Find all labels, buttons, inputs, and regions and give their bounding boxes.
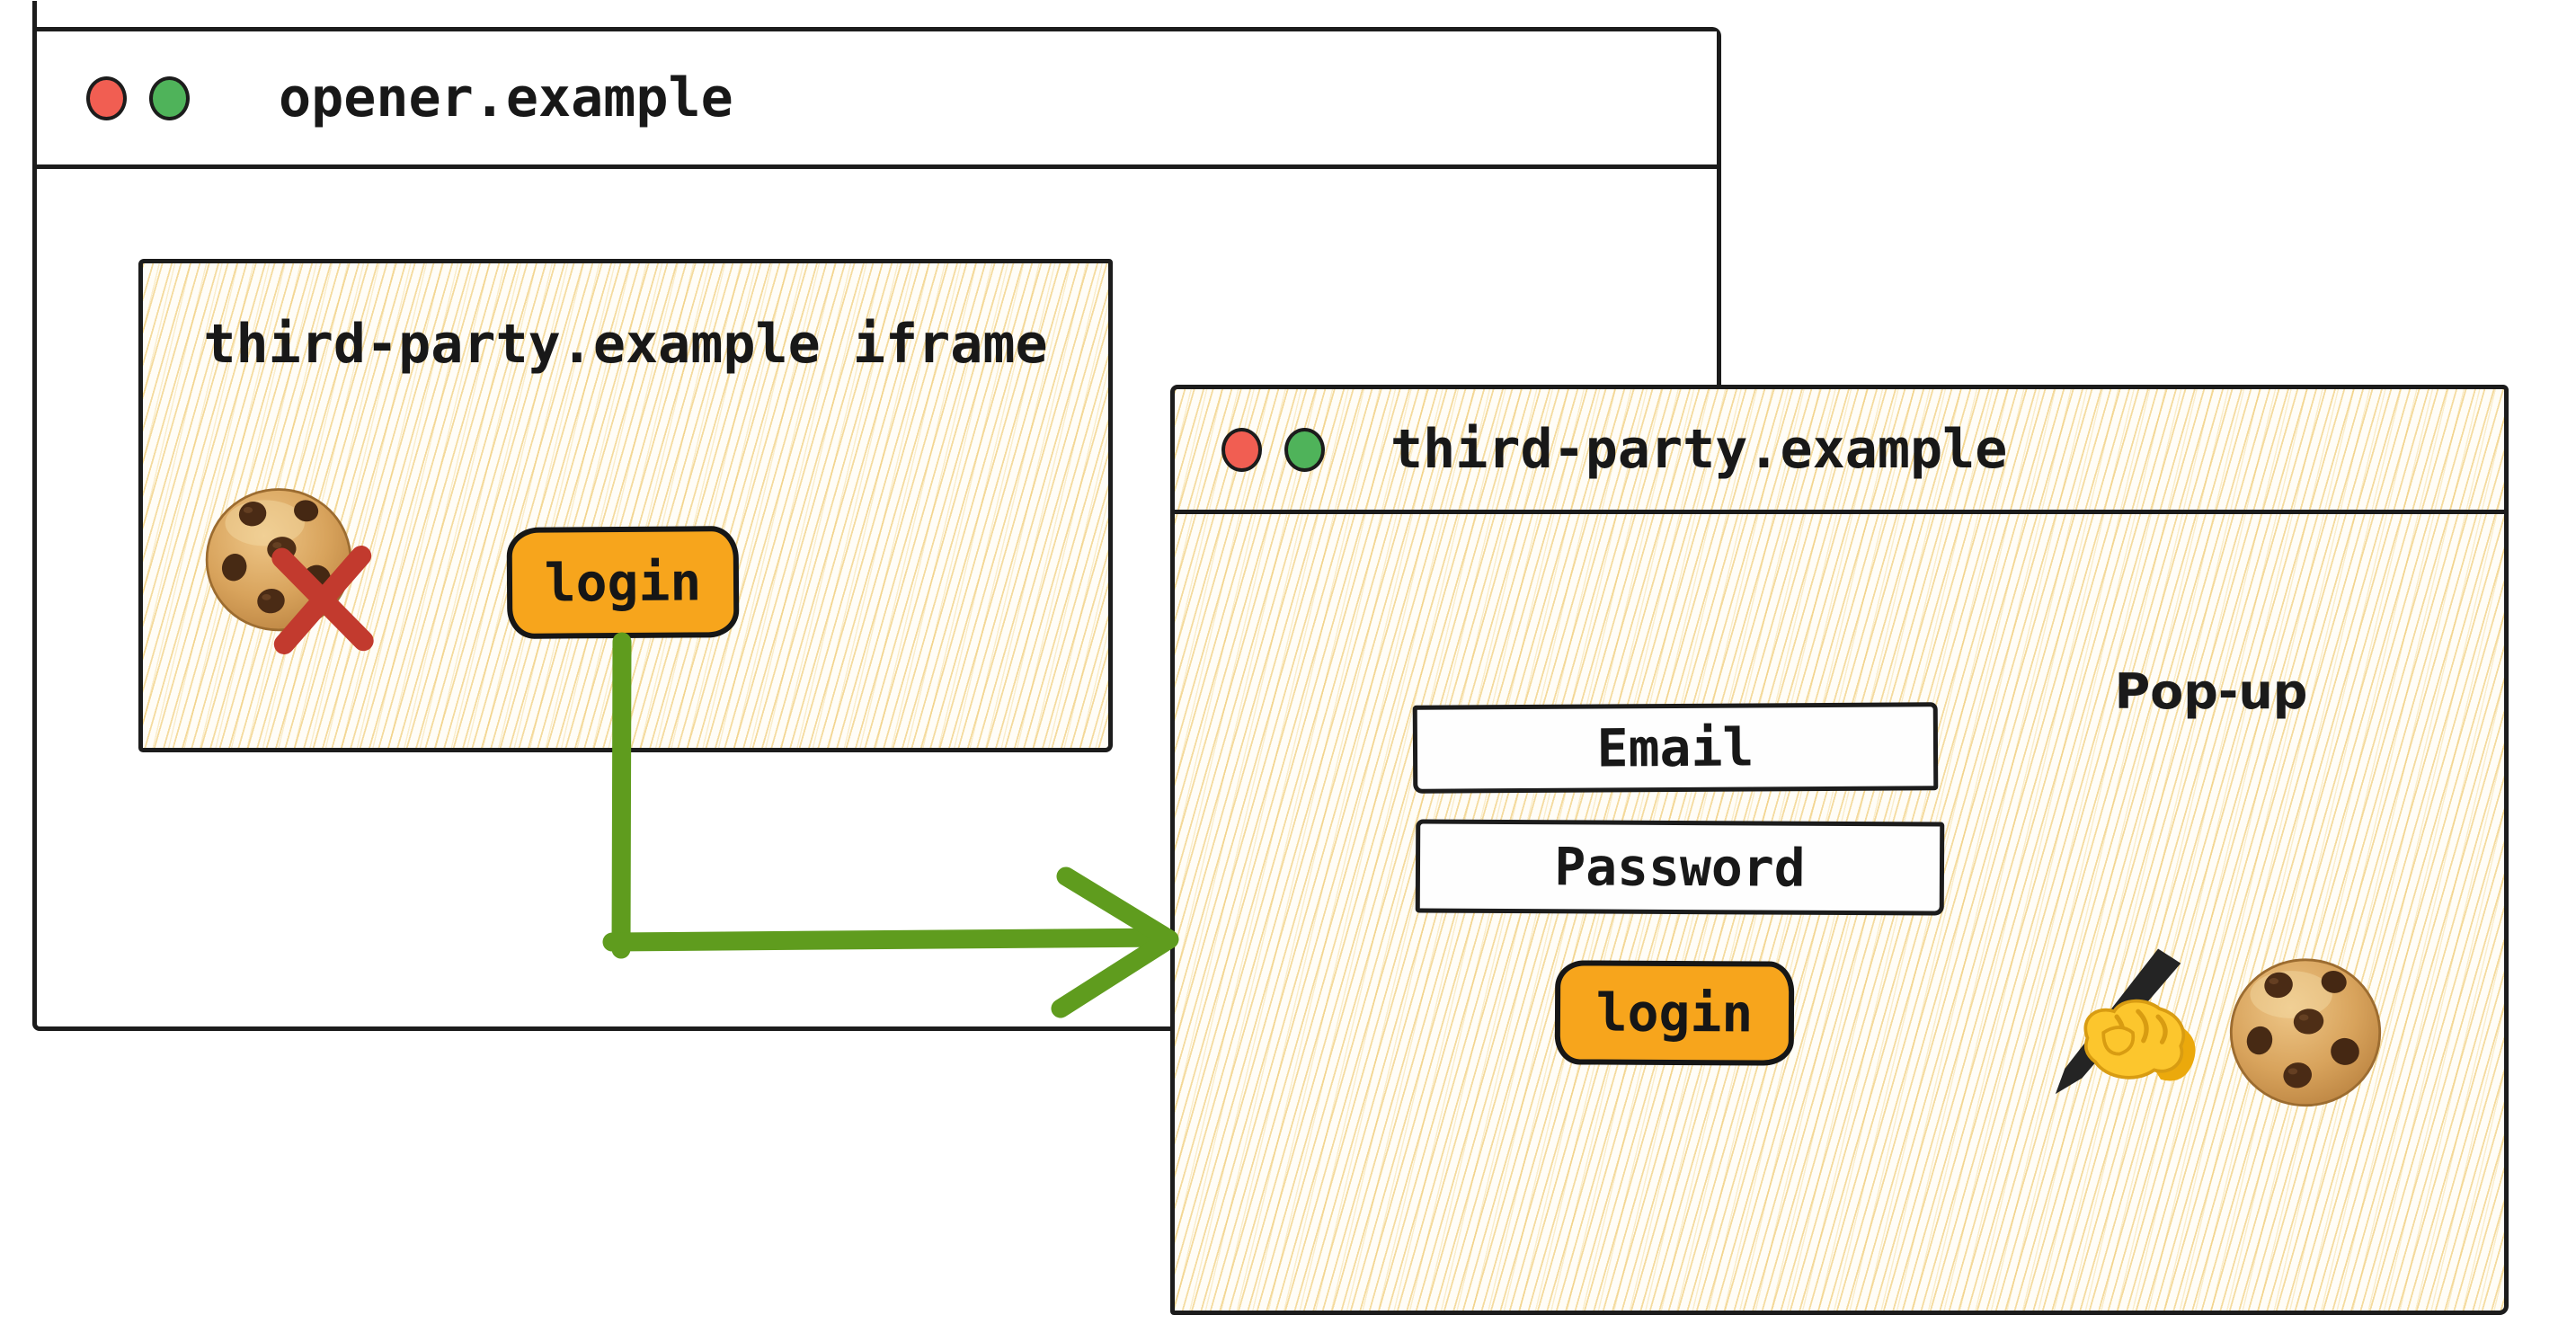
opener-titlebar: opener.example <box>37 31 1717 169</box>
popup-close-button[interactable] <box>1221 427 1262 472</box>
popup-cookie-icon <box>2226 952 2385 1110</box>
opener-close-button[interactable] <box>86 76 127 120</box>
opener-title: opener.example <box>279 67 733 129</box>
popup-login-button[interactable]: login <box>1554 960 1795 1066</box>
iframe-login-button[interactable]: login <box>506 526 740 639</box>
email-field[interactable]: Email <box>1412 702 1939 794</box>
popup-minimize-button[interactable] <box>1284 427 1325 472</box>
red-cross-icon <box>264 541 381 654</box>
popup-window: third-party.example Pop-up Email Passwor… <box>1170 385 2509 1315</box>
third-party-iframe: third-party.example iframe login <box>138 259 1113 752</box>
opener-minimize-button[interactable] <box>149 76 190 120</box>
popup-title: third-party.example <box>1390 418 2008 481</box>
iframe-label: third-party.example iframe <box>203 313 1048 376</box>
popup-titlebar: third-party.example <box>1175 389 2504 514</box>
password-field[interactable]: Password <box>1415 819 1945 916</box>
blocked-cookie-icon <box>200 482 358 635</box>
popup-label: Pop-up <box>2114 663 2308 720</box>
writing-hand-icon <box>2027 945 2217 1105</box>
